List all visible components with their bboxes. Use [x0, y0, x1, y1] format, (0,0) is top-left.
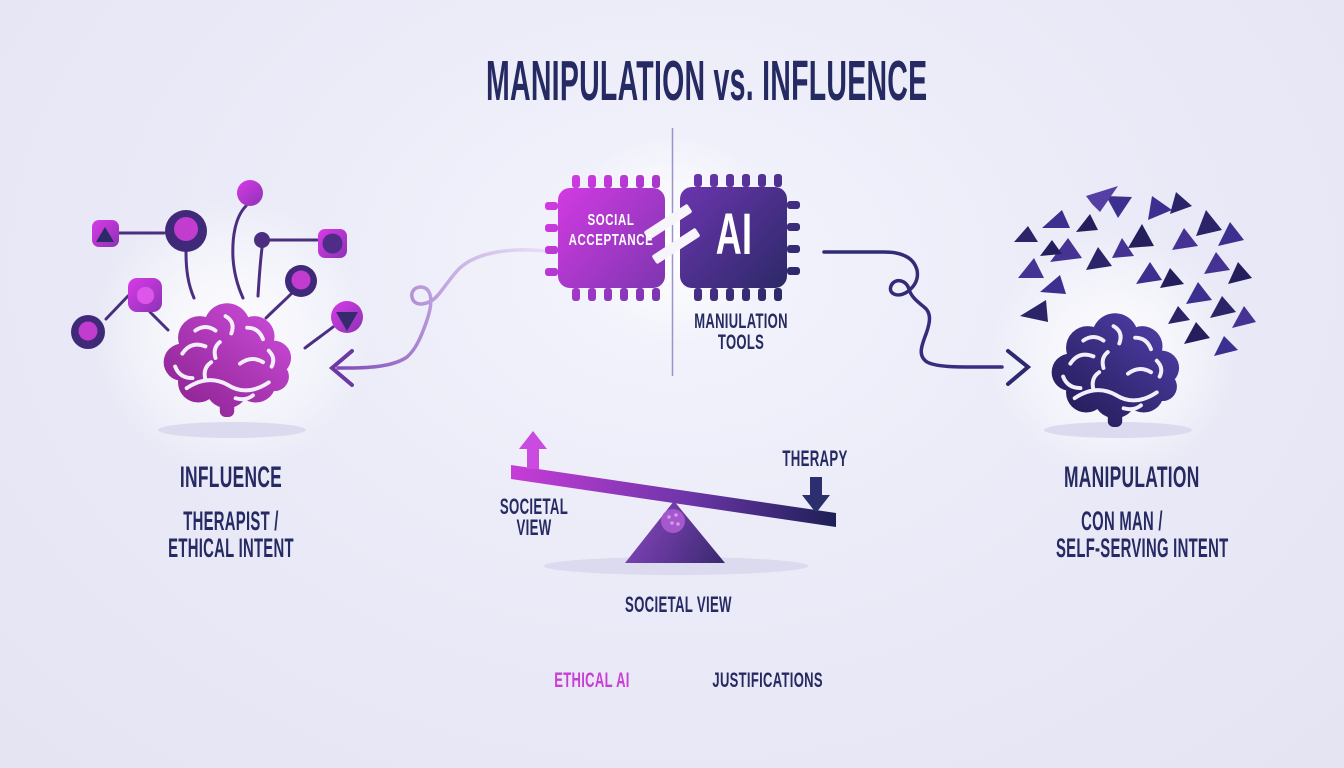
manipulation-sub-line1: CON MAN / — [1081, 506, 1163, 536]
justifications-label: JUSTIFICATIONS — [712, 669, 823, 692]
influence-subtitle: THERAPIST / ETHICAL INTENT — [165, 508, 297, 562]
seesaw-icon — [511, 431, 836, 563]
seesaw-right-label: THERAPY — [782, 446, 848, 471]
influence-heading: INFLUENCE — [179, 461, 283, 494]
ai-chip-icon — [680, 174, 800, 301]
tools-line2: TOOLS — [717, 331, 765, 354]
ethical-ai-label: ETHICAL AI — [554, 669, 630, 692]
manipulation-sub-line2: SELF-SERVING INTENT — [1056, 533, 1229, 563]
network-nodes-icon — [71, 180, 363, 350]
influence-sub-line2: ETHICAL INTENT — [168, 533, 294, 563]
page-title: MANIPULATION vs. INFLUENCE — [486, 49, 928, 113]
seesaw-beam — [511, 465, 836, 527]
not-equal-bars-icon — [644, 204, 700, 264]
social-acceptance-chip-icon — [545, 175, 665, 301]
manipulation-tools-label: MANIULATION TOOLS — [691, 311, 790, 353]
manipulation-heading: MANIPULATION — [1064, 461, 1200, 494]
chip-social-line1: SOCIAL — [587, 212, 635, 229]
left-arrowhead-icon — [328, 349, 354, 387]
down-arrow-icon — [802, 477, 830, 513]
shatter-shards-icon — [1014, 186, 1256, 356]
manipulation-subtitle: CON MAN / SELF-SERVING INTENT — [1056, 506, 1229, 563]
right-arrowhead-icon — [1006, 349, 1032, 386]
influence-sub-line1: THERAPIST / — [183, 506, 279, 536]
chip-ai-label: AI — [715, 202, 753, 267]
fulcrum-pivot-dot — [661, 509, 685, 533]
chip-social-label: SOCIAL ACCEPTANCE — [568, 211, 654, 251]
seesaw-left-label: SOCIETAL VIEW — [498, 494, 570, 540]
seesaw-left-line2: VIEW — [516, 515, 552, 540]
seesaw-bottom-label: SOCIETAL VIEW — [625, 592, 732, 617]
right-connector-arrow-icon — [822, 250, 1032, 386]
tools-line1: MANIULATION — [694, 310, 788, 333]
left-connector-arrow-icon — [328, 248, 547, 387]
up-arrow-icon — [519, 431, 547, 469]
chip-social-line2: ACCEPTANCE — [568, 232, 654, 249]
shadows — [158, 422, 1192, 575]
seesaw-left-line1: SOCIETAL — [499, 494, 569, 519]
